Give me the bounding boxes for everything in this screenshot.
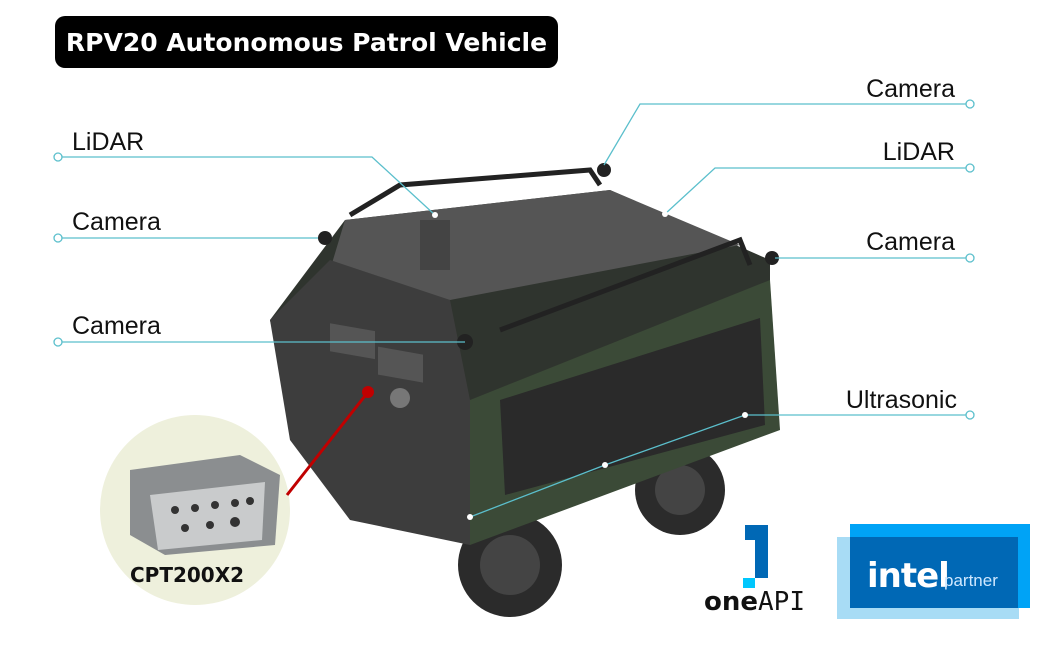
intel-text: intel xyxy=(867,556,950,596)
intel-partner-logo xyxy=(837,524,1030,619)
callout-camera-left-front: Camera xyxy=(72,312,161,340)
page-title: RPV20 Autonomous Patrol Vehicle xyxy=(55,16,558,68)
callout-camera-right-top: Camera xyxy=(866,75,955,103)
oneapi-logo xyxy=(743,525,768,588)
oneapi-text: oneAPI xyxy=(704,587,805,617)
pointer-line xyxy=(285,391,370,496)
callout-lines xyxy=(53,99,975,518)
vehicle-image xyxy=(270,163,780,617)
partner-text: partner xyxy=(944,571,998,590)
callout-lidar-left: LiDAR xyxy=(72,128,145,156)
callout-camera-left-top: Camera xyxy=(72,208,161,236)
callout-ultrasonic: Ultrasonic xyxy=(845,386,957,414)
callout-camera-right: Camera xyxy=(866,228,955,256)
computer-box-image xyxy=(130,455,280,555)
pointer-dot xyxy=(362,386,374,398)
computer-label: CPT200X2 xyxy=(130,563,245,587)
oneapi-bold: one xyxy=(704,587,759,617)
oneapi-rest: API xyxy=(758,587,805,617)
callout-lidar-right: LiDAR xyxy=(882,138,955,166)
